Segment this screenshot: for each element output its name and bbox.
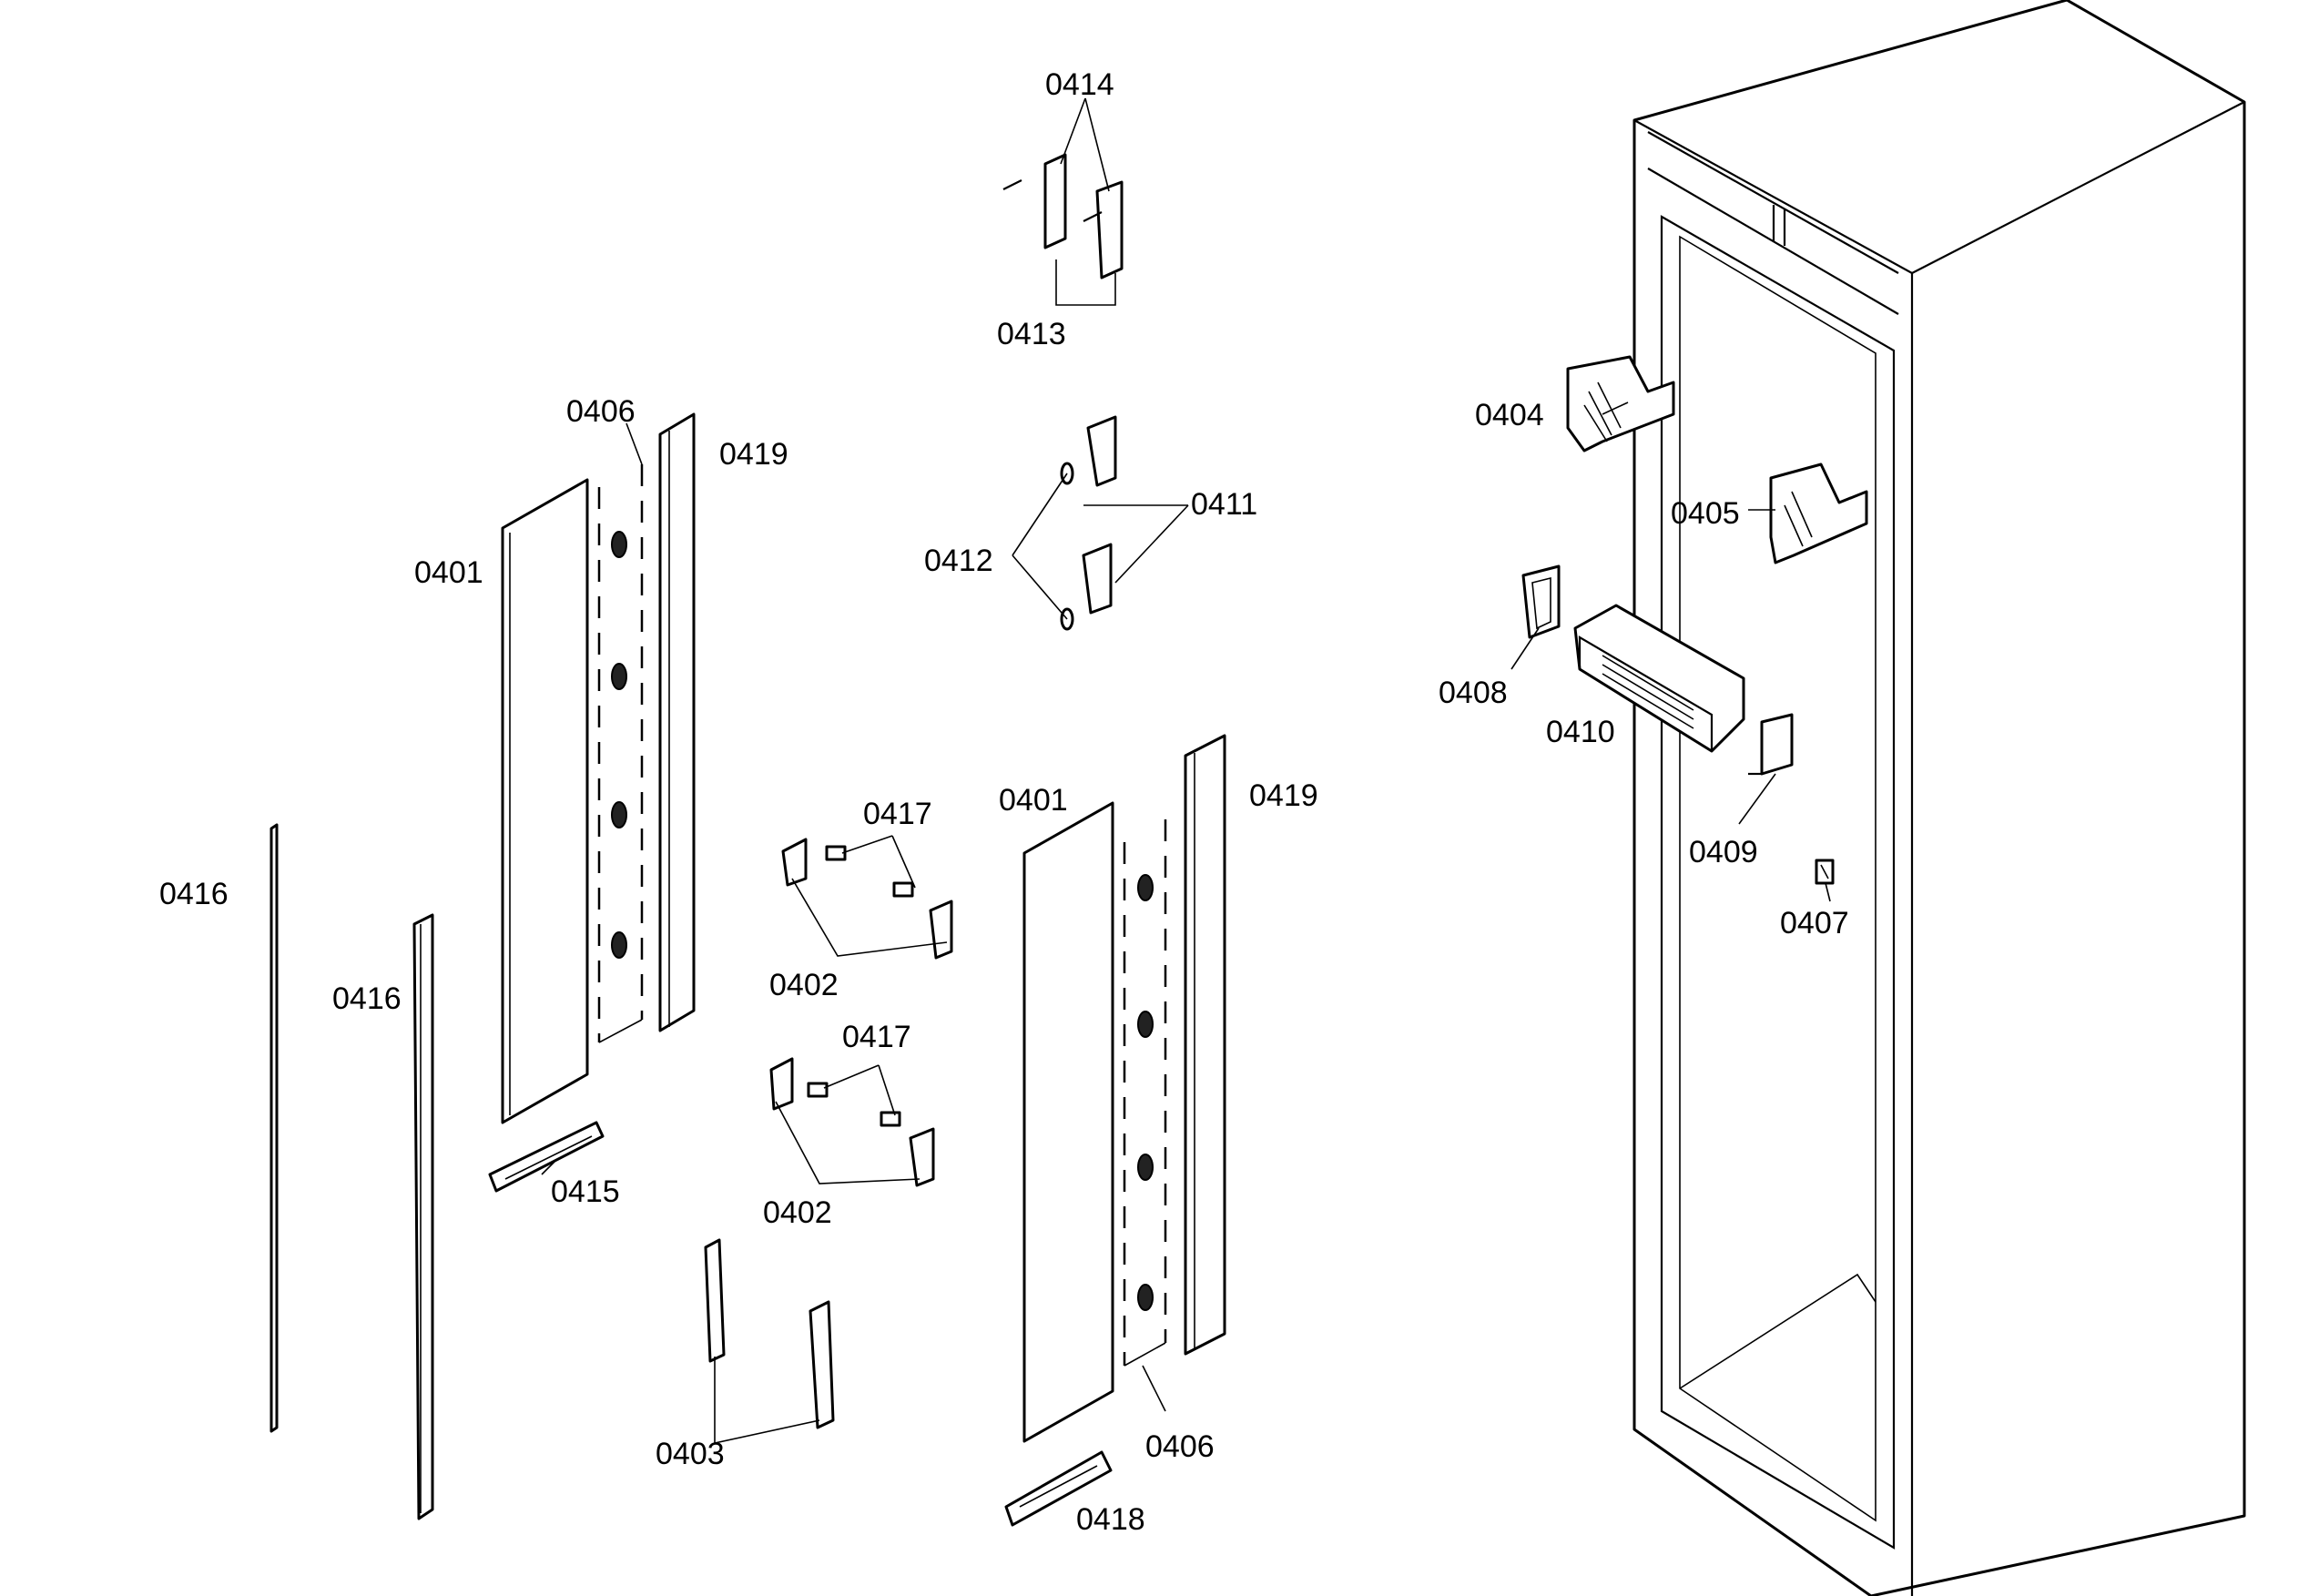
label-0416-b: 0416: [332, 981, 402, 1016]
label-0416-a: 0416: [159, 877, 229, 911]
part-labels: 0414 0413 0406 0419 0401 0411 0412 0404 …: [159, 67, 1849, 1537]
part-0411-0412-clips: [1060, 415, 1117, 631]
part-0419-trim-right: [1184, 734, 1226, 1356]
part-0414-0413-covers: [1002, 153, 1124, 280]
label-0417-upper: 0417: [863, 797, 932, 831]
label-0401-left: 0401: [414, 555, 483, 590]
label-0402-lower: 0402: [763, 1195, 832, 1230]
label-0415: 0415: [551, 1174, 620, 1209]
label-0419-right: 0419: [1249, 778, 1318, 813]
part-0410-housing: [1573, 604, 1745, 753]
part-0409-plate: [1748, 713, 1794, 776]
part-0405-bracket: [1769, 463, 1868, 564]
label-0413: 0413: [997, 317, 1066, 351]
part-0416-strip-b: [412, 913, 434, 1520]
label-0402-upper: 0402: [769, 968, 839, 1002]
part-0401-panel-left: [501, 478, 589, 1124]
part-0402-0417-lower: [769, 1057, 935, 1187]
part-0404-bracket: [1566, 355, 1675, 452]
part-0418-hinge: [1004, 1450, 1113, 1527]
label-0412: 0412: [924, 544, 993, 578]
part-0402-0417-upper: [781, 838, 953, 960]
label-0419-left: 0419: [719, 437, 788, 472]
part-0406-hinge-strip-right: [1123, 819, 1167, 1367]
label-0406-left: 0406: [566, 394, 636, 429]
label-0414: 0414: [1045, 67, 1114, 102]
label-0411: 0411: [1191, 487, 1257, 522]
part-0415-hinge: [488, 1121, 605, 1193]
leader-lines: [541, 97, 1831, 1444]
label-0417-lower: 0417: [842, 1020, 911, 1054]
part-0407-switch: [1815, 859, 1835, 885]
label-0410: 0410: [1546, 715, 1615, 749]
label-0418: 0418: [1076, 1502, 1145, 1537]
label-0408: 0408: [1439, 676, 1508, 710]
label-0407: 0407: [1780, 906, 1849, 940]
label-0401-right: 0401: [999, 783, 1068, 818]
label-0406-right: 0406: [1145, 1429, 1215, 1464]
part-0406-hinge-strip-left: [597, 464, 644, 1043]
label-0403: 0403: [656, 1437, 725, 1471]
part-0416-strip-a: [270, 823, 279, 1433]
part-0403-brackets: [704, 1238, 835, 1429]
label-0404: 0404: [1475, 398, 1544, 432]
part-0419-trim-left: [658, 412, 696, 1032]
part-0401-panel-right: [1022, 801, 1114, 1443]
part-0408-clip: [1521, 564, 1561, 639]
refrigerator-cabinet: [1632, 0, 2246, 1596]
label-0405: 0405: [1671, 496, 1740, 531]
label-0409: 0409: [1689, 835, 1758, 869]
